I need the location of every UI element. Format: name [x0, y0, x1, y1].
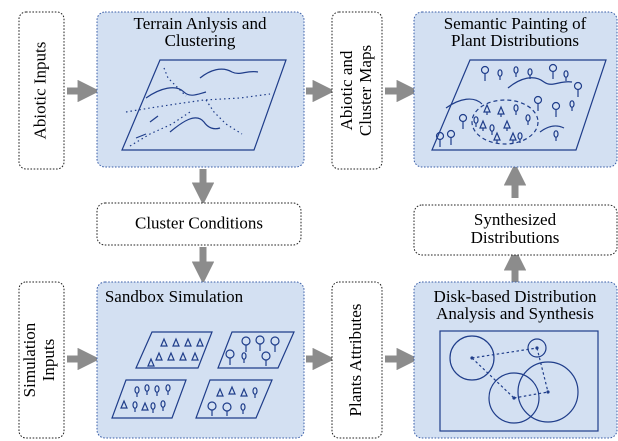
simulation-inputs-box: Simulation Inputs	[18, 281, 65, 439]
plants-attributes-box: Plants Attributes	[331, 281, 383, 439]
abiotic-maps-box: Abiotic and Cluster Maps	[331, 11, 383, 170]
abiotic-inputs-label: Abiotic Inputs	[30, 42, 49, 140]
terrain-analysis-box: Terrain Anlysis and Clustering	[96, 11, 305, 168]
semantic-painting-box: Semantic Painting of Plant Distributions	[413, 11, 618, 168]
abiotic-maps-label-line2: Cluster Maps	[356, 45, 375, 136]
disk-title-line2: Analysis and Synthesis	[436, 304, 594, 323]
synthesized-box: Synthesized Distributions	[413, 204, 618, 256]
synthesized-label-line1: Synthesized	[474, 210, 557, 229]
cluster-conditions-label: Cluster Conditions	[135, 213, 263, 232]
sandbox-title: Sandbox Simulation	[105, 287, 244, 306]
terrain-title-line2: Clustering	[165, 31, 236, 50]
terrain-title-line1: Terrain Anlysis and	[134, 14, 267, 33]
sandbox-plots-icon	[111, 331, 295, 419]
terrain-map-icon	[121, 59, 287, 151]
cluster-conditions-box: Cluster Conditions	[96, 202, 302, 246]
semantic-title-line2: Plant Distributions	[451, 31, 579, 50]
disk-distribution-box: Disk-based Distribution Analysis and Syn…	[413, 281, 618, 439]
semantic-title-line1: Semantic Painting of	[444, 14, 587, 33]
sandbox-simulation-box: Sandbox Simulation	[96, 281, 305, 439]
plant-map-icon	[431, 59, 607, 151]
disk-title-line1: Disk-based Distribution	[434, 287, 597, 306]
simulation-inputs-line1: Simulation	[20, 322, 39, 397]
arrows	[67, 79, 527, 371]
abiotic-inputs-box: Abiotic Inputs	[18, 11, 65, 170]
simulation-inputs-line2: Inputs	[39, 339, 58, 382]
abiotic-maps-label-line1: Abiotic and	[337, 50, 356, 130]
plants-attributes-label: Plants Attributes	[346, 304, 365, 417]
disk-circles-icon	[439, 330, 599, 432]
synthesized-label-line2: Distributions	[471, 228, 560, 247]
